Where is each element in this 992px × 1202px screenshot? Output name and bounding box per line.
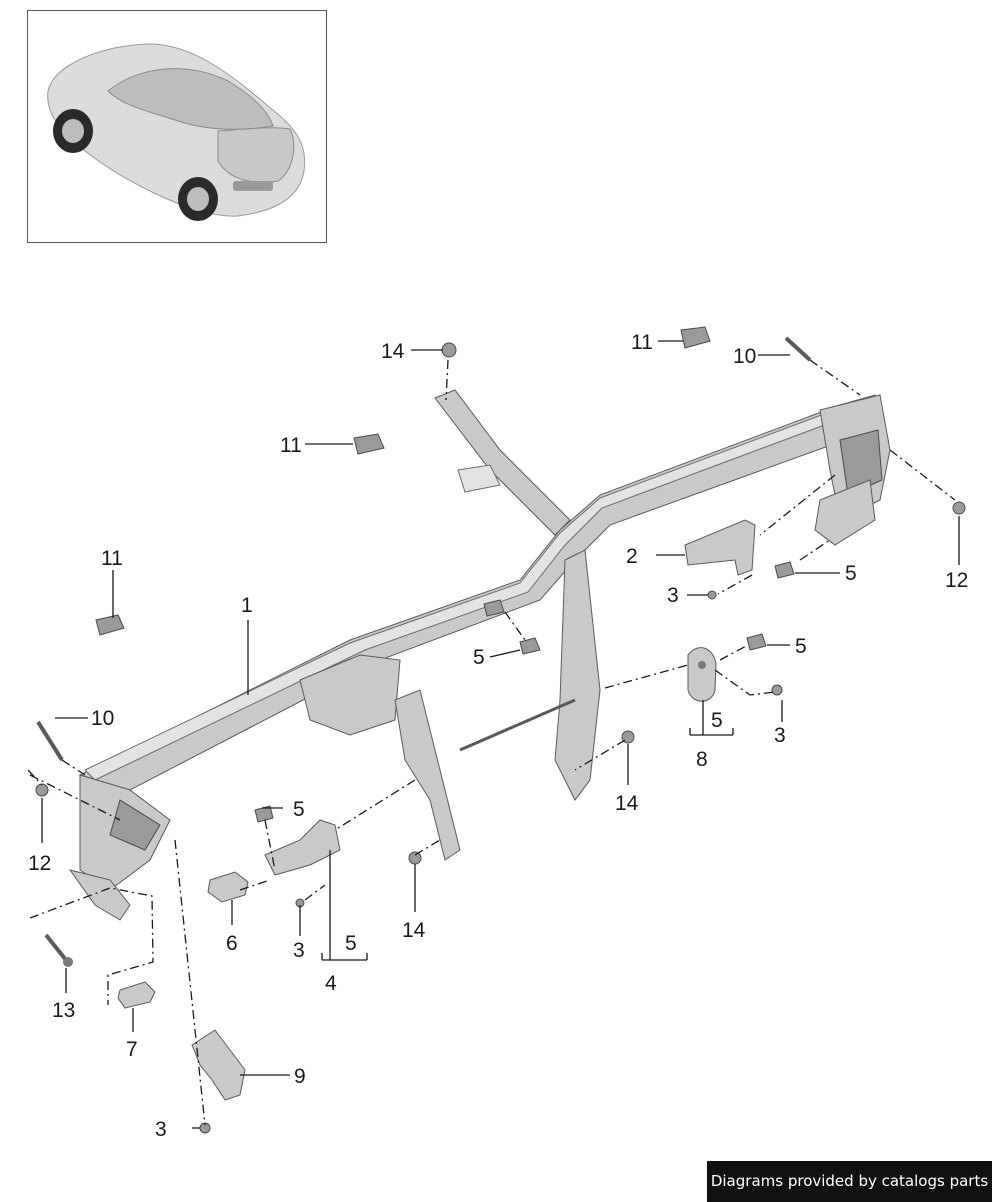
callout-3: 3 (155, 1118, 167, 1141)
callout-3: 3 (667, 584, 679, 607)
callout-7: 7 (126, 1038, 138, 1061)
callout-5: 5 (293, 798, 305, 821)
bracket-9 (191, 1029, 246, 1101)
nut-14-top (441, 342, 457, 358)
clip-5-c (746, 633, 767, 651)
callout-3: 3 (293, 939, 305, 962)
callout-3: 3 (774, 724, 786, 747)
nut-12-left (35, 783, 49, 797)
vehicle-thumbnail (27, 10, 327, 243)
clip-11-center (353, 433, 385, 455)
cross-member-beam (78, 394, 891, 891)
callout-labels: 1 2 3 3 3 3 4 5 5 5 5 5 5 6 7 8 9 10 10 … (28, 331, 968, 1141)
clip-5-a (519, 637, 541, 655)
clip-5-e (483, 599, 505, 617)
callout-10: 10 (91, 707, 114, 730)
bracket-2 (684, 519, 756, 576)
callout-5: 5 (795, 635, 807, 658)
callout-14: 14 (381, 340, 405, 363)
screw-3-a (707, 590, 717, 600)
left-lower-bracket (68, 869, 131, 921)
bolt-10-right (784, 336, 812, 362)
nut-12-right (952, 501, 966, 515)
callout-9: 9 (294, 1065, 306, 1088)
bolt-13 (44, 933, 73, 967)
bracket-4 (264, 819, 341, 876)
nut-14-bottom (408, 851, 422, 865)
credit-banner: Diagrams provided by catalogs parts (707, 1161, 992, 1202)
callout-5: 5 (473, 646, 485, 669)
callout-14: 14 (615, 792, 639, 815)
clip-11-right (680, 326, 711, 349)
clip-6 (207, 871, 249, 903)
callout-12: 12 (28, 852, 51, 875)
clip-11-left (95, 614, 125, 636)
callout-10: 10 (733, 345, 756, 368)
callout-6: 6 (226, 932, 238, 955)
callout-14: 14 (402, 919, 426, 942)
bolt-10-left (36, 720, 64, 762)
callout-2: 2 (626, 545, 638, 568)
callout-11: 11 (631, 331, 653, 354)
callout-11: 11 (101, 547, 123, 570)
callout-8: 8 (696, 748, 708, 771)
clip-5-b (774, 561, 795, 579)
screw-3-b (771, 684, 783, 696)
callout-5: 5 (711, 709, 723, 732)
leader-lines (41, 340, 960, 1129)
rear-strut (434, 389, 571, 536)
callout-12: 12 (945, 569, 968, 592)
callout-1: 1 (241, 594, 253, 617)
center-supports (394, 549, 601, 861)
callout-5: 5 (345, 932, 357, 955)
callout-13: 13 (52, 999, 75, 1022)
clip-5-d (254, 805, 274, 823)
callout-4: 4 (325, 972, 337, 995)
callout-5: 5 (845, 562, 857, 585)
assembly-lines (27, 359, 956, 1126)
bracket-8 (687, 647, 717, 702)
suv-car-icon (47, 43, 306, 221)
right-bracket (814, 479, 876, 546)
callout-11: 11 (280, 434, 302, 457)
clip-7 (117, 981, 156, 1009)
